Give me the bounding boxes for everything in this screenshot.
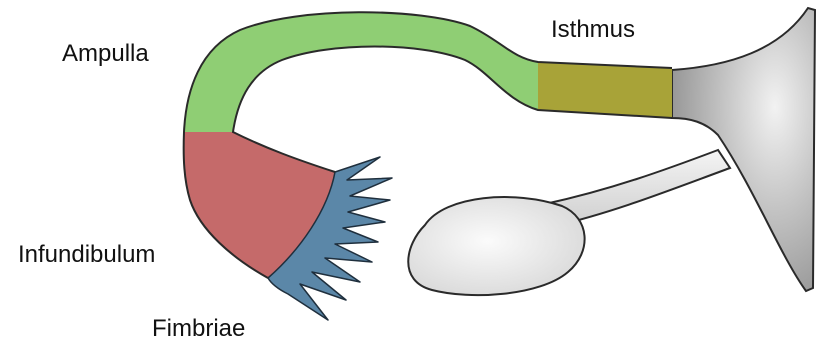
label-fimbriae: Fimbriae	[152, 317, 245, 341]
label-isthmus: Isthmus	[551, 18, 635, 42]
label-infundibulum: Infundibulum	[18, 243, 155, 267]
isthmus-segment	[538, 62, 672, 118]
ovary	[408, 197, 584, 295]
label-ampulla: Ampulla	[62, 42, 149, 66]
uterus	[672, 8, 815, 291]
